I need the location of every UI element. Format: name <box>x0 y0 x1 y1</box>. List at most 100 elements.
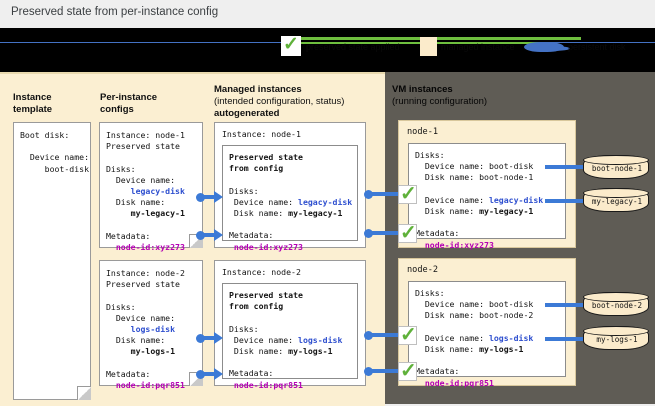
connector-arrow <box>214 229 223 241</box>
managed-instance-card-node-1: Instance: node-1 Preserved state from co… <box>214 122 366 252</box>
metadata-label: Metadata: <box>229 230 274 241</box>
connector-dot <box>364 190 373 199</box>
legend-check-backdrop <box>281 36 301 56</box>
device-name-value: legacy-disk <box>106 186 185 197</box>
per-instance-config-card-node-2: Instance: node-2 Preserved state Disks: … <box>99 260 203 390</box>
connector-dot <box>364 331 373 340</box>
connector-line <box>370 333 398 337</box>
column-heading-instance-template: Instance template <box>13 92 93 116</box>
device-name-value: logs-disk <box>106 324 176 335</box>
green-check-icon: ✓ <box>283 34 299 55</box>
disks-label: Disks: <box>229 323 259 334</box>
preserved-disk-label: Disk name: <box>415 206 480 217</box>
device-name-label: Device name: <box>106 312 176 323</box>
disk-label: my-logs-1 <box>596 335 638 344</box>
title-bar: Preserved state from per-instance config <box>0 0 655 28</box>
metadata-label: Metadata: <box>229 368 274 379</box>
heading-line-1: VM instances <box>392 84 453 95</box>
connector-line <box>200 233 214 237</box>
heading-line-2: (running configuration) <box>392 96 488 107</box>
disk-name-value: my-logs-1 <box>288 346 333 357</box>
managed-instance-body: Preserved state from config Disks: Devic… <box>229 152 352 253</box>
preserved-device-label: Device name: <box>415 332 489 343</box>
disk-connector-line <box>545 199 583 203</box>
metadata-value: node-id:xyz273 <box>415 239 494 250</box>
heading-line-2: template <box>13 104 53 115</box>
page-fold-corner <box>77 386 91 400</box>
legend-strip: ✓ preserved state applied managed instan… <box>0 28 655 72</box>
disk-name-value: my-legacy-1 <box>106 208 185 219</box>
preserved-disk-value: my-logs-1 <box>479 344 524 355</box>
heading-line-1: Instance <box>13 92 52 103</box>
per-instance-config-body: Instance: node-1 Preserved state Disks: … <box>106 130 185 253</box>
legend-item-2-label: managed instance <box>441 42 515 52</box>
disks-label: Disks: <box>415 150 445 160</box>
managed-instance-preserved-state-box: Preserved state from config Disks: Devic… <box>222 283 358 390</box>
preserved-disk-label: Disk name: <box>415 344 480 355</box>
vm-instance-body: Disks: Device name: boot-disk Disk name:… <box>415 288 533 389</box>
vm-instance-name: node-2 <box>407 265 439 275</box>
config-header: Instance: node-2 Preserved state <box>106 268 185 290</box>
heading-line-1: Managed instances <box>214 84 302 95</box>
managed-instance-header: Instance: node-1 <box>222 129 301 139</box>
vm-instance-name: node-1 <box>407 127 439 137</box>
persistent-disk-my-legacy-1: my-legacy-1 <box>583 188 649 212</box>
metadata-label: Metadata: <box>106 368 151 379</box>
disk-name-label: Disk name: <box>106 335 166 346</box>
status-check-backdrop <box>398 224 417 243</box>
device-name-label: Device name: <box>229 334 299 345</box>
green-check-icon: ✓ <box>400 360 417 382</box>
persistent-disk-boot-node-1: boot-node-1 <box>583 155 649 179</box>
disk-cylinder-icon-body <box>534 46 570 51</box>
disk-top-cap <box>583 155 649 165</box>
managed-instance-header: Instance: node-2 <box>222 267 301 277</box>
disk-name-value: my-logs-1 <box>106 346 176 357</box>
device-name-value: logs-disk <box>298 334 343 345</box>
cream-square-icon <box>420 37 437 56</box>
metadata-label: Metadata: <box>415 366 460 377</box>
disk-name-value: my-legacy-1 <box>288 208 343 219</box>
preserved-device-value: legacy-disk <box>488 194 544 205</box>
column-heading-vm-instances: VM instances (running configuration) <box>392 84 647 108</box>
vm-instance-body: Disks: Device name: boot-disk Disk name:… <box>415 150 543 251</box>
heading-line-2: configs <box>100 104 134 115</box>
metadata-value: node-id:pqr851 <box>415 377 494 388</box>
disk-top-cap <box>583 188 649 198</box>
persistent-disk-my-logs-1: my-logs-1 <box>583 326 649 350</box>
page-title: Preserved state from per-instance config <box>11 6 219 18</box>
managed-instance-preserved-state-box: Preserved state from config Disks: Devic… <box>222 145 358 252</box>
heading-line-2: (intended configuration, status) <box>214 96 345 107</box>
device-name-label: Device name: <box>229 196 299 207</box>
status-check-backdrop <box>398 326 417 345</box>
disk-label: boot-node-1 <box>591 164 643 173</box>
connector-arrow <box>214 191 223 203</box>
managed-instance-body: Preserved state from config Disks: Devic… <box>229 290 342 391</box>
column-heading-managed-instances: Managed instances (intended configuratio… <box>214 84 379 120</box>
connector-arrow <box>214 368 223 380</box>
instance-template-card: Boot disk: Device name: boot-disk <box>13 122 91 400</box>
connector-dot <box>364 367 373 376</box>
disks-label: Disks: <box>106 163 136 174</box>
disk-connector-line <box>545 303 583 307</box>
boot-device-name: Device name: boot-disk <box>415 299 534 310</box>
metadata-label: Metadata: <box>415 228 460 239</box>
green-check-icon: ✓ <box>400 324 417 346</box>
metadata-label: Metadata: <box>106 230 151 241</box>
metadata-value: node-id:xyz273 <box>106 242 185 253</box>
connector-line <box>200 372 214 376</box>
preserved-disk-value: my-legacy-1 <box>479 206 534 217</box>
legend-green-line <box>293 37 581 40</box>
disk-name-label: Disk name: <box>106 197 166 208</box>
disk-top-cap <box>583 326 649 336</box>
config-header: Instance: node-1 Preserved state <box>106 130 185 152</box>
connector-line <box>200 195 214 199</box>
vm-instance-details-box: Disks: Device name: boot-disk Disk name:… <box>408 143 566 250</box>
device-name-label: Device name: <box>106 174 176 185</box>
persistent-disk-boot-node-2: boot-node-2 <box>583 292 649 316</box>
disk-label: my-legacy-1 <box>591 197 643 206</box>
metadata-value: node-id:pqr851 <box>106 380 185 391</box>
vm-instance-details-box: Disks: Device name: boot-disk Disk name:… <box>408 281 566 388</box>
connector-line <box>370 192 398 196</box>
preserved-device-value: logs-disk <box>488 332 534 343</box>
